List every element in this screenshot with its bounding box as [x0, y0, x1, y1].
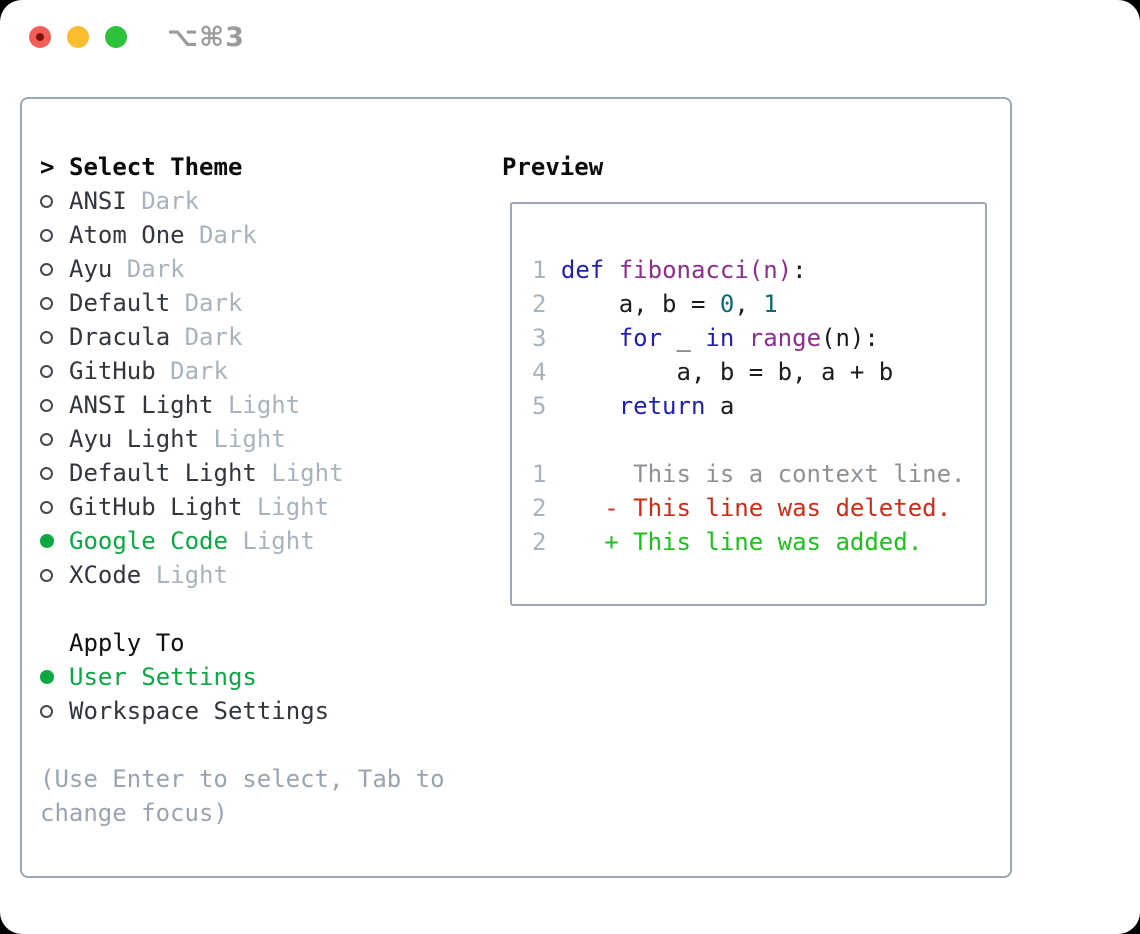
option-label: Default	[69, 289, 171, 317]
selected-radio-icon	[40, 534, 54, 548]
option-variant: Dark	[199, 221, 257, 249]
titlebar: ⌥⌘3	[0, 0, 1140, 76]
radio-icon	[40, 568, 53, 582]
option-label: Google Code	[69, 527, 228, 555]
option-variant: Dark	[184, 323, 243, 351]
apply-to-title: Apply To	[69, 629, 185, 657]
keyboard-hint: (Use Enter to select, Tab to change focu…	[40, 765, 445, 827]
code-line: 1 def fibonacci(n):	[532, 256, 807, 284]
theme-option-xcode[interactable]: XCode Light	[40, 558, 473, 592]
cursor-icon: >	[40, 153, 55, 181]
option-label: Ayu	[69, 255, 113, 283]
option-variant: Light	[213, 425, 286, 453]
selected-radio-icon	[40, 670, 54, 684]
radio-icon	[40, 466, 53, 480]
radio-icon	[40, 228, 53, 242]
option-label: XCode	[69, 561, 142, 589]
radio-icon	[40, 296, 53, 310]
minimize-button[interactable]	[67, 26, 89, 48]
option-label: Atom One	[69, 221, 185, 249]
radio-icon	[40, 364, 53, 378]
option-variant: Light	[271, 459, 344, 487]
theme-option-dracula[interactable]: Dracula Dark	[40, 320, 473, 354]
radio-icon	[40, 330, 53, 344]
option-label: Ayu Light	[69, 425, 200, 453]
option-variant: Dark	[184, 289, 243, 317]
option-label: GitHub	[69, 357, 156, 385]
theme-option-ayu[interactable]: Ayu Dark	[40, 252, 473, 286]
theme-option-ansi[interactable]: ANSI Dark	[40, 184, 473, 218]
radio-icon	[40, 432, 53, 446]
select-theme-title: Select Theme	[69, 153, 243, 181]
option-variant: Light	[227, 391, 301, 419]
theme-option-github[interactable]: GitHub Dark	[40, 354, 473, 388]
code-line: 1 This is a context line.	[532, 460, 966, 488]
maximize-button[interactable]	[105, 26, 127, 48]
option-label: Workspace Settings	[69, 697, 330, 725]
theme-option-ansi-light[interactable]: ANSI Light Light	[40, 388, 473, 422]
option-label: Dracula	[69, 323, 171, 351]
radio-icon	[40, 500, 53, 514]
theme-option-github-light[interactable]: GitHub Light Light	[40, 490, 473, 524]
close-button[interactable]	[29, 26, 51, 48]
option-label: Default Light	[69, 459, 257, 487]
option-variant: Dark	[141, 187, 200, 215]
preview-column: Preview 1 def fibonacci(n): 2 a, b = 0, 1…	[502, 150, 987, 606]
theme-option-default[interactable]: Default Dark	[40, 286, 473, 320]
apply-to-header: Apply To	[40, 626, 473, 660]
option-variant: Dark	[170, 357, 228, 385]
code-line: 2 - This line was deleted.	[532, 494, 952, 522]
option-label: ANSI Light	[69, 391, 214, 419]
theme-option-default-light[interactable]: Default Light Light	[40, 456, 473, 490]
code-line: 3 for _ in range(n):	[532, 324, 879, 352]
code-line: 2 a, b = 0, 1	[532, 290, 778, 318]
theme-option-atom-one[interactable]: Atom One Dark	[40, 218, 473, 252]
apply-option-workspace-settings[interactable]: Workspace Settings	[40, 694, 473, 728]
theme-option-ayu-light[interactable]: Ayu Light Light	[40, 422, 473, 456]
radio-icon	[40, 704, 53, 718]
radio-icon	[40, 262, 53, 276]
select-theme-header: > Select Theme	[40, 150, 473, 184]
code-line	[532, 423, 985, 457]
code-line: 5 return a	[532, 392, 735, 420]
window-title: ⌥⌘3	[167, 22, 245, 53]
radio-icon	[40, 194, 53, 208]
preview-title: Preview	[502, 153, 604, 181]
apply-option-user-settings[interactable]: User Settings	[40, 660, 473, 694]
option-label: ANSI	[69, 187, 127, 215]
theme-option-google-code[interactable]: Google Code Light	[40, 524, 473, 558]
code-line: 4 a, b = b, a + b	[532, 358, 894, 386]
option-variant: Light	[256, 493, 330, 521]
option-label: User Settings	[69, 663, 257, 691]
option-variant: Dark	[126, 255, 185, 283]
option-variant: Light	[155, 561, 228, 589]
preview-code-box: 1 def fibonacci(n): 2 a, b = 0, 1 3 for _ …	[510, 202, 987, 606]
radio-icon	[40, 398, 53, 412]
code-line: 2 + This line was added.	[532, 528, 923, 556]
option-variant: Light	[242, 527, 315, 555]
option-label: GitHub Light	[69, 493, 243, 521]
